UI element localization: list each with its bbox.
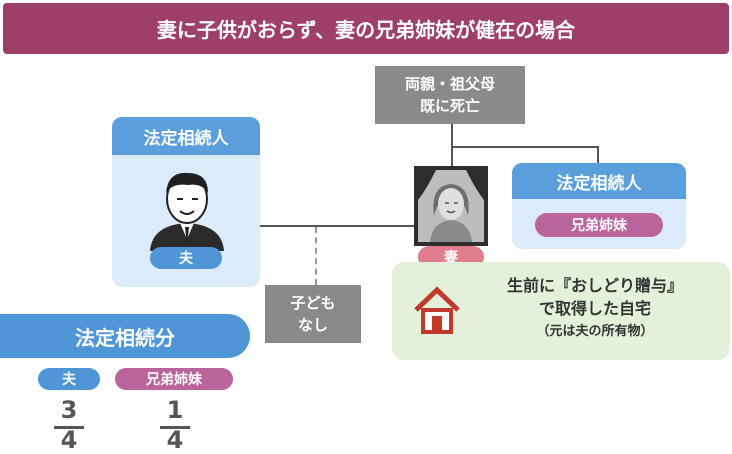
note-line1: 生前に『おしどり贈与』 (506, 276, 683, 295)
parents-deceased-box: 両親・祖父母 既に死亡 (375, 66, 525, 124)
page-title: 妻に子供がおらず、妻の兄弟姉妹が健在の場合 (156, 18, 576, 42)
husband-heir-header-text: 法定相続人 (143, 128, 229, 149)
note-text-block: 生前に『おしどり贈与』 で取得した自宅 （元は夫の所有物） (470, 274, 720, 339)
sibling-share-fraction-bar (160, 426, 190, 429)
gifted-home-note: 生前に『おしどり贈与』 で取得した自宅 （元は夫の所有物） (392, 262, 730, 360)
share-husband-label: 夫 (62, 372, 76, 388)
legal-share-header: 法定相続分 (0, 314, 250, 358)
share-sibling-pill: 兄弟姉妹 (115, 368, 233, 390)
sibling-label-pill: 兄弟姉妹 (535, 213, 663, 237)
husband-heir-header: 法定相続人 (112, 117, 260, 155)
husband-heir-panel: 法定相続人 夫 (112, 117, 260, 287)
parents-line1: 両親・祖父母 (404, 75, 495, 93)
parents-line-right (597, 146, 599, 164)
legal-share-header-text: 法定相続分 (75, 325, 175, 350)
husband-share-denominator: 4 (60, 426, 78, 454)
husband-share-fraction-bar (54, 426, 84, 429)
title-banner: 妻に子供がおらず、妻の兄弟姉妹が健在の場合 (3, 3, 729, 54)
sibling-label-text: 兄弟姉妹 (571, 218, 627, 234)
share-sibling-label: 兄弟姉妹 (146, 372, 202, 388)
note-line3: （元は夫の所有物） (536, 324, 654, 339)
husband-label-pill: 夫 (150, 247, 222, 269)
husband-person-icon (150, 172, 224, 251)
sibling-heir-header-text: 法定相続人 (556, 173, 642, 194)
no-child-line2: なし (297, 316, 328, 334)
share-husband-pill: 夫 (38, 368, 100, 390)
wife-portrait-icon (418, 170, 484, 242)
note-line2: で取得した自宅 (538, 299, 651, 318)
sibling-heir-panel: 法定相続人 兄弟姉妹 (512, 163, 686, 249)
sibling-heir-header: 法定相続人 (512, 163, 686, 199)
no-child-dashed-line (315, 227, 317, 285)
wife-portrait-frame (414, 166, 488, 246)
no-child-box: 子ども なし (265, 285, 361, 343)
parents-line-horizontal (451, 146, 599, 148)
marriage-line (195, 225, 417, 227)
parents-line2: 既に死亡 (419, 97, 480, 115)
sibling-share-denominator: 4 (166, 426, 184, 454)
sibling-share-numerator: 1 (166, 396, 184, 424)
no-child-line1: 子ども (290, 294, 336, 312)
husband-share-numerator: 3 (60, 396, 78, 424)
husband-label-text: 夫 (179, 251, 193, 267)
house-icon (414, 286, 460, 334)
